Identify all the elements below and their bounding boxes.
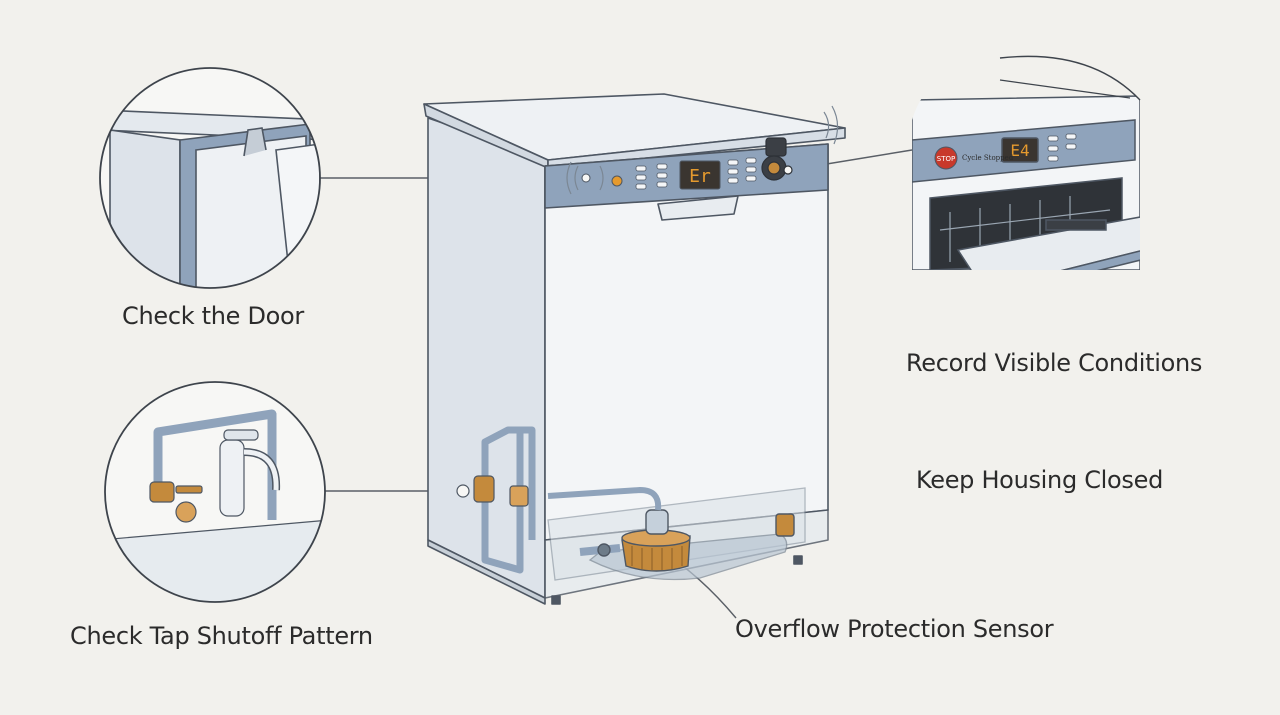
record-inset — [912, 55, 1141, 270]
dishwasher-body — [423, 93, 846, 605]
inset-status-text: Cycle Stopped — [962, 154, 1014, 162]
indicator-light — [611, 175, 623, 187]
panel-knob — [761, 137, 793, 181]
tap-faucet — [219, 439, 245, 517]
overflow-sensor-label: Overflow Protection Sensor — [735, 615, 1054, 643]
check-tap-shutoff-label: Check Tap Shutoff Pattern — [70, 622, 373, 650]
inlet-fitting — [509, 485, 529, 507]
stop-sign-icon — [934, 146, 958, 170]
sound-waves-icon — [566, 105, 839, 195]
keep-housing-closed-label: Keep Housing Closed — [916, 466, 1164, 494]
check-door-label: Check the Door — [122, 302, 304, 330]
inset-display-screen — [1001, 137, 1039, 163]
stop-sign-text: STOP — [937, 155, 955, 163]
inlet-valve — [473, 475, 495, 503]
supply-plumbing — [481, 426, 536, 574]
door-handle — [657, 195, 739, 221]
tap-inset — [104, 381, 326, 603]
main-display-code: Er — [689, 166, 711, 187]
inset-display-code: E4 — [1010, 141, 1029, 160]
record-conditions-label: Record Visible Conditions — [906, 349, 1203, 377]
panel-controls — [581, 157, 757, 190]
main-display-screen — [679, 160, 721, 190]
overflow-sensor — [547, 486, 795, 572]
door-inset — [99, 67, 321, 289]
